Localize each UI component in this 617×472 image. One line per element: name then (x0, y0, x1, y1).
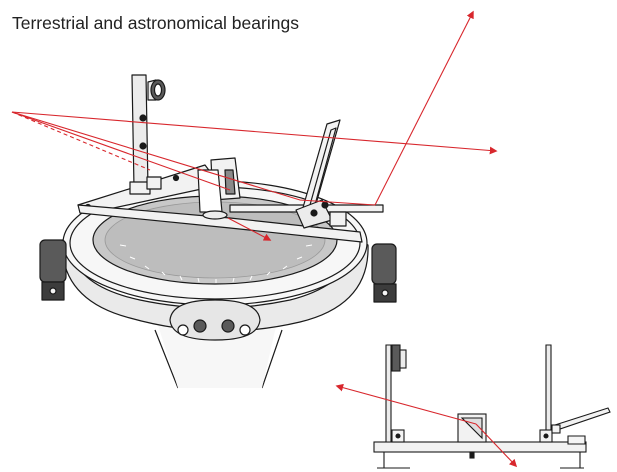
rear-sight-vane (129, 74, 166, 195)
ray-down (227, 217, 272, 241)
terrestrial-ray (11, 111, 498, 155)
compass-card-ticks (119, 244, 313, 283)
ray-reflected (11, 111, 376, 206)
front-bracket (169, 299, 261, 341)
side-view-base (373, 441, 587, 453)
side-view-rear-vane (385, 344, 392, 443)
gimbal-lug-right (371, 243, 397, 303)
binnacle-stand (154, 329, 283, 389)
side-view-ray-in (335, 383, 477, 425)
sight-rays-main (11, 10, 498, 241)
side-view-lever (554, 407, 611, 431)
alidade-bar (77, 204, 363, 243)
side-view-front-vane (545, 344, 552, 443)
side-view-ray-out (475, 423, 518, 468)
ray-to-prism (11, 111, 231, 191)
ray-dashed (11, 111, 151, 171)
front-sight-vane (295, 119, 347, 229)
side-view-diagram (373, 344, 611, 469)
astronomical-ray (374, 10, 474, 206)
diagram-title: Terrestrial and astronomical bearings (12, 13, 299, 33)
sight-rays-side (335, 383, 518, 468)
compass-bowl (61, 239, 369, 332)
gimbal-lug-left (39, 239, 67, 301)
azimuth-circle-instrument (39, 74, 397, 389)
